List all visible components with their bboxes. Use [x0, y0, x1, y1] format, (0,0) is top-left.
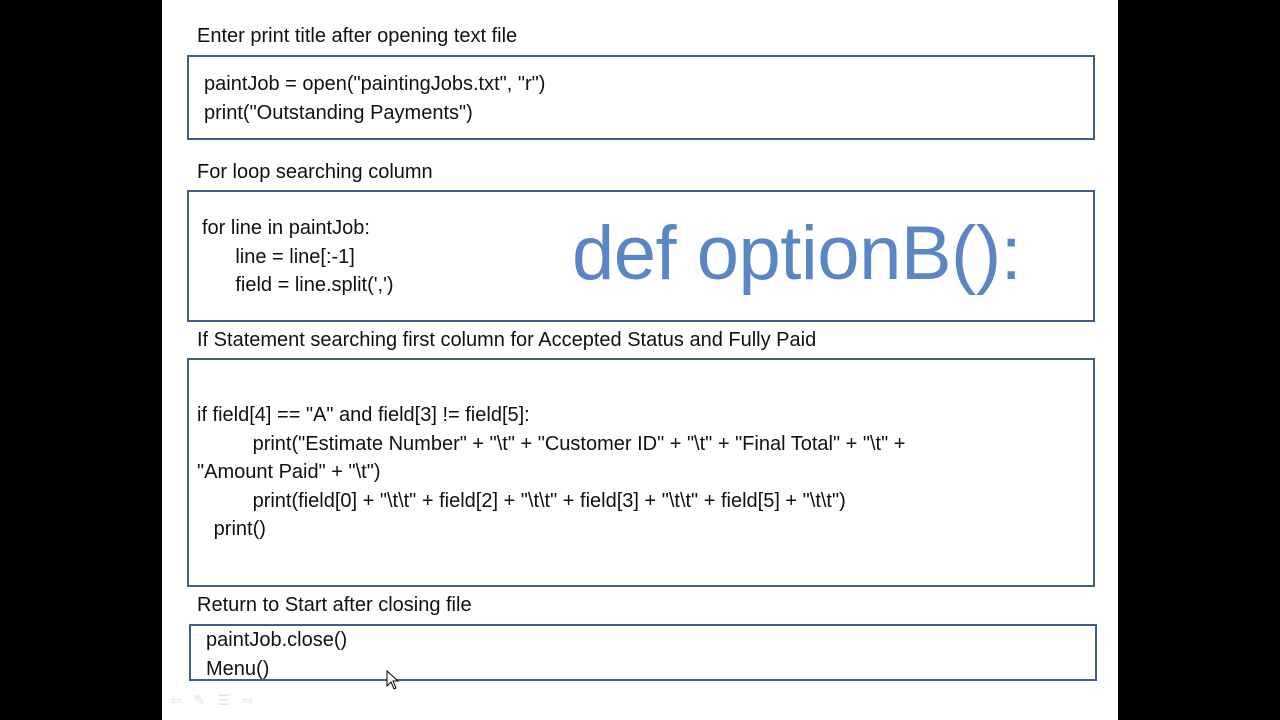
code-if-statement: if field[4] == "A" and field[3] != field… — [197, 404, 906, 540]
code-for-loop: for line in paintJob: line = line[:-1] f… — [202, 217, 394, 296]
slide: Enter print title after opening text fil… — [162, 0, 1118, 720]
forward-arrow-icon[interactable]: ⇨ — [242, 692, 254, 708]
code-box-if-statement: if field[4] == "A" and field[3] != field… — [187, 358, 1095, 587]
code-close-file: paintJob.close() Menu() — [206, 629, 348, 680]
section-heading-for-loop: For loop searching column — [197, 161, 433, 183]
pen-icon[interactable]: ✎ — [193, 692, 206, 708]
section-heading-if-statement: If Statement searching first column for … — [197, 329, 817, 351]
code-open-file: paintJob = open("paintingJobs.txt", "r")… — [204, 73, 546, 124]
section-heading-close-file: Return to Start after closing file — [197, 594, 472, 616]
code-box-close-file: paintJob.close() Menu() — [189, 624, 1097, 681]
code-box-open-file: paintJob = open("paintingJobs.txt", "r")… — [187, 55, 1095, 140]
back-arrow-icon[interactable]: ⇦ — [170, 692, 182, 708]
slide-nav: ⇦ ✎ ☰ ⇨ — [170, 692, 254, 709]
slide-title: def optionB(): — [572, 211, 1022, 296]
menu-icon[interactable]: ☰ — [217, 692, 231, 708]
code-box-for-loop: for line in paintJob: line = line[:-1] f… — [187, 190, 1095, 322]
section-heading-open-file: Enter print title after opening text fil… — [197, 25, 518, 47]
mouse-cursor-icon — [386, 670, 400, 690]
